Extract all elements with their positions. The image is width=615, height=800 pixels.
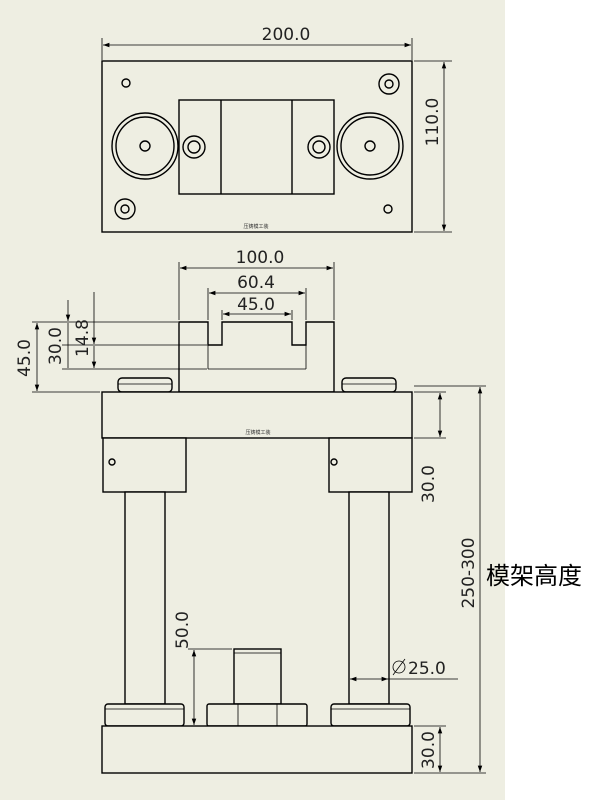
dim-slot-outer: 60.4 (237, 273, 275, 293)
front-view: 压铸模工装 100.0 60.4 45. (15, 248, 486, 774)
dim-slot-inner: 45.0 (237, 295, 275, 315)
guide-bushing-right-center (364, 140, 376, 152)
technical-drawing: 压铸模工装 200.0 110.0 压铸模工装 (15, 25, 486, 774)
dim-frame-height: 250-300 (459, 537, 479, 608)
t-slot-block (178, 321, 335, 393)
dim-height-45: 45.0 (15, 339, 35, 377)
upper-plate (101, 391, 413, 439)
guide-pillar-left (124, 491, 166, 705)
pillar-base-left (104, 703, 185, 727)
guide-pillar-right (348, 491, 390, 705)
top-plate-outline (101, 60, 413, 233)
frame-height-label: 模架高度 (486, 562, 582, 590)
dim-height-30: 30.0 (46, 327, 66, 365)
guide-bushing-left-center (139, 140, 151, 152)
front-watermark: 压铸模工装 (245, 429, 270, 436)
top-hole (120, 204, 130, 214)
dim-pillar-diameter: 25.0 (408, 659, 446, 679)
pillar-base-right (330, 703, 411, 727)
lower-die-punch (233, 648, 282, 705)
center-block (178, 99, 335, 195)
dim-base-plate: 30.0 (419, 731, 439, 769)
bolt-left (182, 135, 206, 159)
bolt-right-inner (312, 140, 326, 154)
bushing-cap-left (117, 377, 173, 393)
dim-upper-plate: 30.0 (419, 465, 439, 503)
top-view: 压铸模工装 200.0 110.0 (101, 25, 452, 233)
base-plate (101, 725, 413, 774)
top-hole (384, 79, 394, 89)
guide-bushing-left-inner (115, 116, 175, 176)
top-hole (383, 204, 393, 214)
bolt-left-inner (187, 140, 201, 154)
guide-bushing-right-inner (340, 116, 400, 176)
guide-bushing-right (336, 112, 404, 180)
dim-punch-height: 50.0 (173, 611, 193, 649)
dim-width-top: 200.0 (262, 25, 311, 45)
lower-die-nut (206, 703, 308, 727)
diameter-symbol (392, 660, 406, 674)
dim-height-top: 110.0 (423, 98, 443, 147)
bolt-right (307, 135, 331, 159)
bushing-cap-right (341, 377, 397, 393)
bushing-housing-right (328, 437, 413, 493)
dim-height-14-8: 14.8 (73, 319, 93, 357)
guide-bushing-left (111, 112, 179, 180)
top-hole (114, 198, 136, 220)
top-watermark: 压铸模工装 (243, 223, 268, 230)
top-hole (378, 73, 400, 95)
top-hole (121, 78, 131, 88)
bushing-housing-left (102, 437, 187, 493)
dim-top-width: 100.0 (236, 248, 285, 268)
